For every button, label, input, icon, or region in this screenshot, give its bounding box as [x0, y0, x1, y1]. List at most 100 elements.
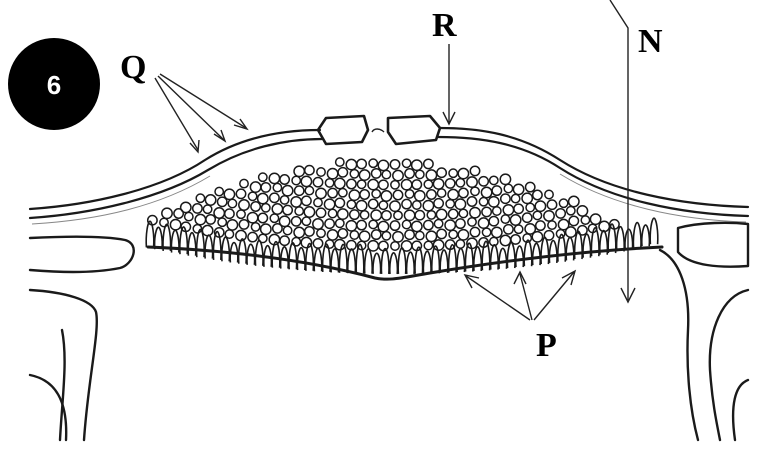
spongy-cell — [578, 226, 587, 235]
spongy-cell — [412, 180, 421, 189]
spongy-cell — [357, 220, 366, 229]
spongy-cell — [224, 189, 234, 199]
spongy-cell — [261, 224, 271, 234]
spongy-cell — [504, 184, 512, 192]
spongy-cell — [532, 232, 542, 242]
spongy-cell — [346, 159, 356, 169]
spongy-cell — [511, 235, 520, 244]
spongy-cell — [259, 234, 267, 242]
spongy-cell — [240, 179, 248, 187]
spongy-cell — [193, 204, 202, 213]
spongy-cell — [559, 199, 567, 207]
palisade-cell — [524, 240, 532, 266]
spongy-cell — [393, 232, 403, 242]
spongy-cell — [470, 227, 479, 236]
spongy-cell — [402, 220, 410, 228]
spongy-cell — [378, 221, 388, 231]
spongy-cell — [369, 159, 377, 167]
palisade-cell — [255, 240, 263, 265]
spongy-cell — [379, 180, 388, 189]
spongy-cell — [470, 166, 479, 175]
palisade-cell — [390, 253, 398, 274]
spongy-cell — [479, 177, 488, 186]
spongy-cell — [590, 214, 600, 224]
spongy-cell — [325, 179, 333, 187]
spongy-cell — [393, 190, 402, 199]
upper-epidermis — [30, 128, 748, 224]
spongy-cell — [492, 227, 502, 237]
spongy-cell — [523, 213, 532, 222]
spongy-cell — [526, 182, 535, 191]
label-n: N — [638, 23, 663, 60]
palisade-cell — [566, 237, 574, 260]
spongy-cell — [459, 188, 468, 197]
spongy-cell — [437, 189, 445, 197]
spongy-cell — [251, 223, 259, 231]
spongy-cell — [292, 238, 300, 246]
spongy-cell — [382, 170, 390, 178]
spongy-cell — [433, 179, 443, 189]
spongy-cell — [368, 179, 378, 189]
spongy-cell — [433, 240, 443, 250]
spongy-cell — [228, 199, 236, 207]
spongy-cell — [259, 173, 267, 181]
spongy-cell — [427, 190, 436, 199]
spongy-cell — [317, 168, 325, 176]
spongy-cell — [218, 218, 226, 226]
spongy-cell — [291, 197, 301, 207]
spongy-cell — [533, 190, 542, 199]
spongy-cell — [416, 231, 424, 239]
spongy-cell — [526, 203, 534, 211]
spongy-cell — [316, 208, 325, 217]
palisade-cell — [373, 253, 381, 274]
spongy-cell — [449, 209, 458, 218]
spongy-cell — [510, 215, 520, 225]
spongy-cell — [378, 160, 388, 170]
spongy-cell — [349, 190, 359, 200]
spongy-cell — [481, 187, 491, 197]
spongy-cell — [270, 214, 278, 222]
palisade-cell — [381, 249, 389, 274]
spongy-cell — [547, 200, 556, 209]
spongy-cell — [405, 230, 414, 239]
spongy-cell — [503, 205, 513, 215]
spongy-cell — [347, 179, 356, 188]
spongy-cell — [372, 190, 380, 198]
spongy-cell — [390, 201, 400, 211]
spongy-cell — [162, 208, 172, 218]
spongy-cell — [401, 180, 411, 190]
spongy-cell — [372, 169, 381, 178]
spongy-cell — [357, 159, 366, 168]
spongy-cell — [359, 170, 369, 180]
spongy-cell — [313, 178, 322, 187]
spongy-cell — [501, 194, 510, 203]
spongy-cell — [215, 187, 223, 195]
spongy-cell — [280, 175, 289, 184]
spongy-cell — [339, 189, 347, 197]
spongy-cell — [423, 201, 433, 211]
spongy-cell — [468, 218, 476, 226]
spongy-cell — [336, 219, 344, 227]
spongy-cell — [236, 189, 245, 198]
spongy-cell — [434, 199, 443, 208]
palisade-cell — [516, 246, 524, 267]
spongy-cell — [327, 169, 337, 179]
spongy-cell — [239, 220, 248, 229]
spongy-cell — [448, 189, 458, 199]
spongy-cell — [544, 211, 554, 221]
spongy-cell — [292, 176, 300, 184]
spongy-cell — [227, 220, 237, 230]
spongy-cell — [292, 217, 301, 226]
spongy-cell — [393, 170, 403, 180]
label-r: R — [432, 7, 457, 44]
spongy-cell — [459, 209, 467, 217]
spongy-cell — [382, 211, 391, 220]
spongy-cell — [325, 219, 334, 228]
spongy-cell — [302, 217, 310, 225]
palisade-cell — [583, 234, 591, 258]
spongy-cell — [338, 209, 348, 219]
spongy-cell — [437, 229, 446, 238]
spongy-cell — [581, 216, 589, 224]
spongy-cell — [324, 199, 334, 209]
spongy-cell — [436, 209, 446, 219]
